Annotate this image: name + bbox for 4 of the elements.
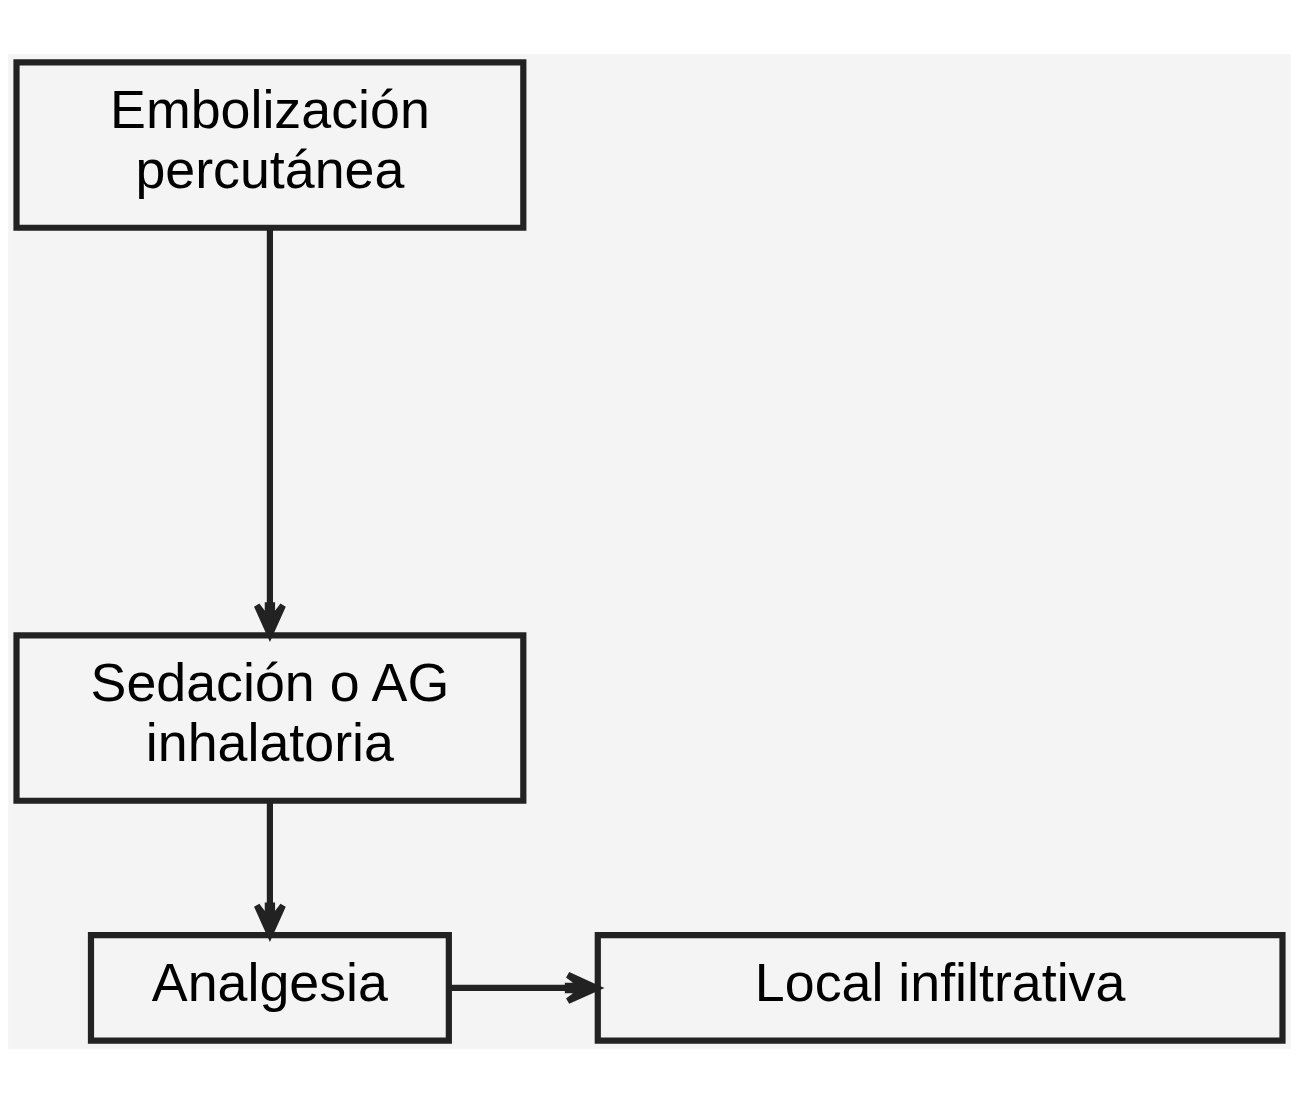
node-box: Analgesia [87, 932, 452, 1044]
node-box: Embolización percutánea [13, 59, 527, 231]
node-box: Local infiltrativa [594, 932, 1286, 1044]
node-box: Sedación o AG inhalatoria [13, 632, 527, 804]
